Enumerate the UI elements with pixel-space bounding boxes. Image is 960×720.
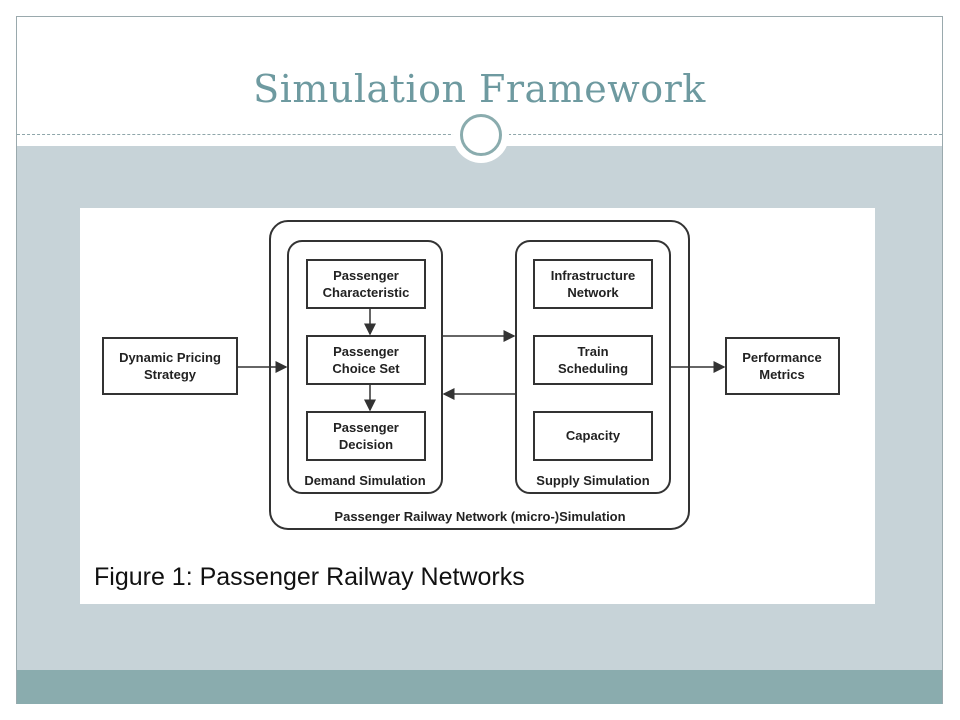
performance-metrics-label-line2: Metrics	[759, 367, 805, 382]
dynamic-pricing-box	[102, 337, 238, 395]
train-scheduling-box	[533, 335, 653, 385]
passenger-characteristic-label-line2: Characteristic	[323, 285, 410, 300]
passenger-choice-set-label-line2: Choice Set	[332, 361, 400, 376]
passenger-decision-label-line1: Passenger	[333, 420, 399, 435]
infrastructure-network-label-line2: Network	[567, 285, 619, 300]
train-scheduling-label-line2: Scheduling	[558, 361, 628, 376]
train-scheduling-label-line1: Train	[577, 344, 608, 359]
capacity-box	[533, 411, 653, 461]
figure-image: Dynamic Pricing Strategy Performance Met…	[80, 208, 875, 604]
passenger-characteristic-label-line1: Passenger	[333, 268, 399, 283]
infrastructure-network-box	[533, 259, 653, 309]
capacity-label: Capacity	[566, 428, 621, 443]
passenger-choice-set-label-line1: Passenger	[333, 344, 399, 359]
demand-simulation-label: Demand Simulation	[304, 473, 425, 488]
passenger-choice-set-box	[306, 335, 426, 385]
dynamic-pricing-label-line1: Dynamic Pricing	[119, 350, 221, 365]
outer-simulation-label: Passenger Railway Network (micro-)Simula…	[334, 509, 625, 524]
framework-diagram: Dynamic Pricing Strategy Performance Met…	[102, 220, 840, 530]
slide-title: Simulation Framework	[253, 67, 706, 111]
supply-simulation-label: Supply Simulation	[536, 473, 649, 488]
passenger-decision-box	[306, 411, 426, 461]
dynamic-pricing-label-line2: Strategy	[144, 367, 197, 382]
infrastructure-network-label-line1: Infrastructure	[551, 268, 636, 283]
performance-metrics-label-line1: Performance	[742, 350, 821, 365]
demand-simulation-group	[287, 240, 443, 494]
performance-metrics-box	[725, 337, 840, 395]
passenger-decision-label-line2: Decision	[339, 437, 393, 452]
outer-simulation-box	[269, 220, 690, 530]
figure-caption: Figure 1: Passenger Railway Networks	[94, 563, 525, 591]
circle-ornament-ring	[460, 114, 502, 156]
footer-band	[17, 670, 942, 704]
passenger-characteristic-box	[306, 259, 426, 309]
